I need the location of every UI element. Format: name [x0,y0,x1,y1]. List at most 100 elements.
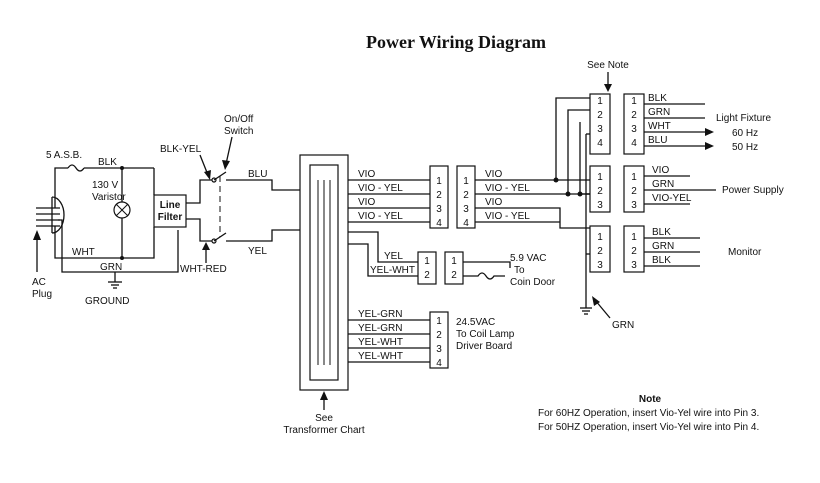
vio-yel-wire-1: VIO - YEL [358,183,403,194]
note: Note For 60HZ Operation, insert Vio-Yel … [538,394,759,433]
svg-text:YEL-WHT: YEL-WHT [358,351,403,362]
svg-text:VIO - YEL: VIO - YEL [485,183,530,194]
switch-label-1: On/Off [224,114,253,125]
vio-wire-1: VIO [358,169,375,180]
svg-text:2: 2 [631,246,637,257]
svg-text:GRN: GRN [652,241,674,252]
svg-text:1: 1 [436,316,442,327]
blk-yel-label: BLK-YEL [160,144,202,155]
svg-text:2: 2 [424,270,430,281]
svg-text:VIO - YEL: VIO - YEL [485,211,530,222]
blk-wire-label: BLK [98,157,117,168]
ac-input-section: AC Plug 5 A.S.B. BLK 130 V Varistor WHT … [32,150,187,307]
note-heading: Note [639,394,662,405]
svg-text:VIO: VIO [485,197,502,208]
svg-text:3: 3 [631,260,637,271]
monitor-connector: 1 2 3 1 2 3 BLK GRN BLK Monitor [589,225,762,273]
svg-text:1: 1 [463,176,469,187]
svg-text:WHT: WHT [648,121,671,132]
svg-text:2: 2 [436,330,442,341]
grn-ground-label: GRN [612,320,634,331]
ac-plug-icon [36,196,65,234]
coil-vac-label: 24.5VAC [456,317,495,328]
svg-text:1: 1 [597,96,603,107]
svg-text:GRN: GRN [652,179,674,190]
transformer: See Transformer Chart [283,154,365,436]
light-fixture-label: Light Fixture [716,113,771,124]
svg-text:1: 1 [631,232,637,243]
coil-to-label: To Coil Lamp [456,329,515,340]
wht-red-label: WHT-RED [180,264,227,275]
see-label: See [315,413,333,424]
60hz-label: 60 Hz [732,128,758,139]
svg-text:2: 2 [463,190,469,201]
coin-to-label: To [514,265,525,276]
vio-wire-2: VIO [358,197,375,208]
svg-text:YEL-GRN: YEL-GRN [358,309,402,320]
vio-wires: VIO VIO - YEL VIO VIO - YEL [348,169,430,223]
svg-text:3: 3 [436,204,442,215]
coil-lamp-section: YEL-GRN YEL-GRN YEL-WHT YEL-WHT 1 2 3 4 … [348,309,515,369]
svg-text:1: 1 [631,172,637,183]
switch-label-2: Switch [224,126,253,137]
note-line-2: For 50HZ Operation, insert Vio-Yel wire … [538,422,759,433]
coin-door-label: Coin Door [510,277,556,288]
varistor-value: 130 V [92,180,118,191]
svg-text:3: 3 [597,200,603,211]
svg-text:YEL-GRN: YEL-GRN [358,323,402,334]
power-supply-connector: 1 2 3 1 2 3 VIO GRN VIO-YEL Power Supply [589,165,784,213]
svg-text:VIO-YEL: VIO-YEL [652,193,692,204]
svg-text:1: 1 [597,232,603,243]
svg-text:BLK: BLK [652,255,671,266]
svg-text:BLU: BLU [648,135,667,146]
svg-text:3: 3 [597,124,603,135]
svg-text:YEL-WHT: YEL-WHT [358,337,403,348]
grn-wire-label: GRN [100,262,122,273]
diagram-title: Power Wiring Diagram [366,32,546,52]
transformer-chart-label: Transformer Chart [283,425,365,436]
svg-text:4: 4 [436,358,442,369]
svg-text:BLK: BLK [652,227,671,238]
svg-text:1: 1 [451,256,457,267]
coin-door-section: YEL YEL-WHT 1 2 1 2 5.9 VAC To Coin Door [348,231,556,288]
coil-driver-label: Driver Board [456,341,512,352]
svg-text:4: 4 [436,218,442,229]
light-fixture-connector: See Note 1 2 3 4 1 2 3 4 BLK GRN WHT BLU… [587,60,771,155]
svg-text:1: 1 [631,96,637,107]
svg-text:YEL: YEL [384,251,403,262]
svg-text:1: 1 [436,176,442,187]
blu-wire-label: BLU [248,169,267,180]
svg-text:2: 2 [597,246,603,257]
svg-text:GRN: GRN [648,107,670,118]
svg-text:2: 2 [451,270,457,281]
ac-label: AC [32,277,46,288]
switch-section: BLK-YEL On/Off Switch BLU YEL WHT-RED [160,114,300,275]
see-note-label: See Note [587,60,629,71]
vio-distribution: VIO VIO - YEL VIO VIO - YEL GRN [475,97,634,331]
note-line-1: For 60HZ Operation, insert Vio-Yel wire … [538,408,759,419]
power-supply-label: Power Supply [722,185,784,196]
svg-text:4: 4 [463,218,469,229]
svg-text:3: 3 [631,124,637,135]
svg-text:BLK: BLK [648,93,667,104]
yel-wire-label: YEL [248,246,267,257]
ground-label: GROUND [85,296,129,307]
svg-text:3: 3 [597,260,603,271]
svg-text:VIO: VIO [485,169,502,180]
svg-text:3: 3 [463,204,469,215]
wht-wire-label: WHT [72,247,95,258]
vio-connector: 1 2 3 4 1 2 3 4 [429,165,476,229]
50hz-label: 50 Hz [732,142,758,153]
svg-text:3: 3 [631,200,637,211]
line-filter-label-1: Line [160,200,181,211]
svg-text:VIO: VIO [652,165,669,176]
svg-text:1: 1 [597,172,603,183]
plug-label: Plug [32,289,52,300]
svg-text:2: 2 [436,190,442,201]
svg-text:3: 3 [436,344,442,355]
coin-vac-label: 5.9 VAC [510,253,547,264]
svg-text:2: 2 [631,110,637,121]
svg-text:1: 1 [424,256,430,267]
svg-text:2: 2 [631,186,637,197]
